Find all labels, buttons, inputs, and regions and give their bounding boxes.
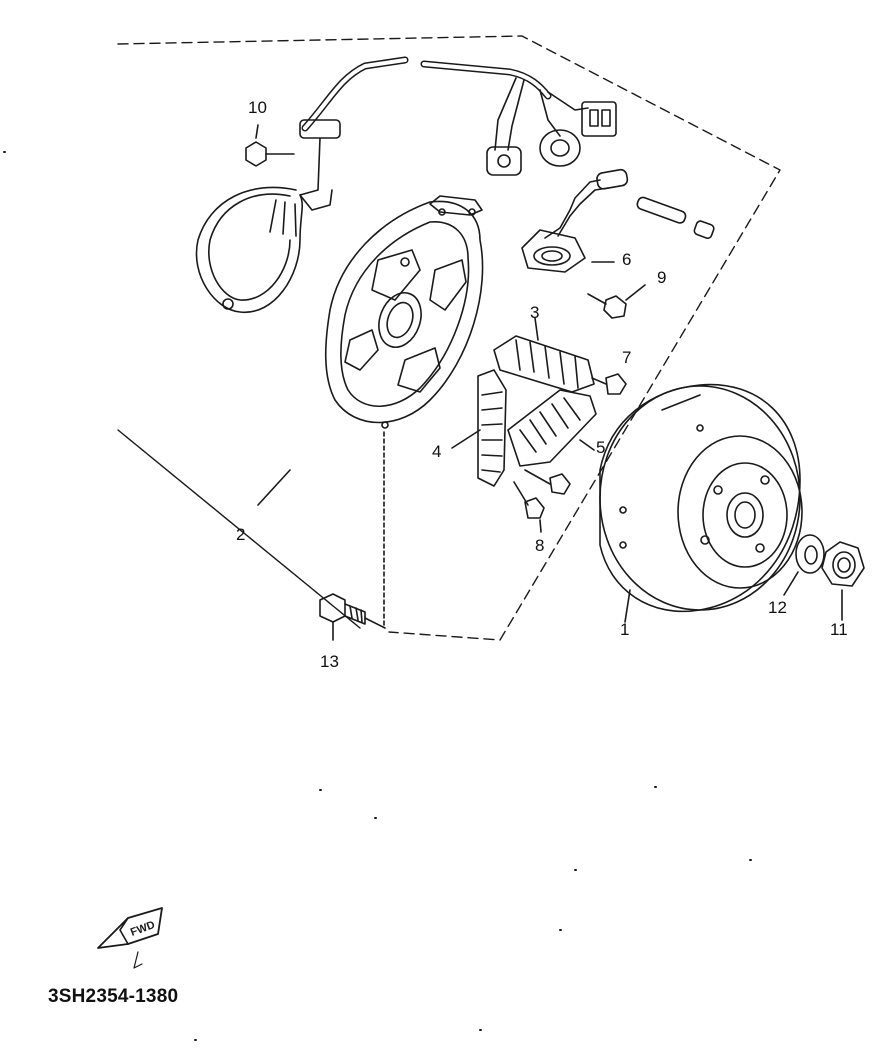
wire-harness xyxy=(299,56,617,211)
callout-13: 13 xyxy=(320,652,339,671)
cable-loop xyxy=(195,186,303,313)
assembly-boundary xyxy=(117,35,781,641)
callout-9: 9 xyxy=(657,268,667,287)
callout-7: 7 xyxy=(622,348,632,367)
callout-11: 11 xyxy=(830,620,848,639)
screw-8a xyxy=(524,469,571,495)
screw-7 xyxy=(591,373,627,395)
callout-2: 2 xyxy=(236,525,246,544)
scan-specks xyxy=(3,151,752,1041)
callout-6: 6 xyxy=(622,250,632,269)
screw-10 xyxy=(245,124,295,167)
screw-13 xyxy=(319,593,386,641)
callout-4: 4 xyxy=(432,442,442,461)
callout-8: 8 xyxy=(535,536,545,555)
coil-5 xyxy=(507,389,597,467)
nut-11 xyxy=(821,541,865,621)
pulser-coil xyxy=(521,168,715,273)
coil-3 xyxy=(493,317,595,393)
callout-3: 3 xyxy=(530,303,540,322)
callout-5: 5 xyxy=(596,438,606,457)
diagram-code: 3SH2354-1380 xyxy=(48,986,179,1007)
screw-9 xyxy=(587,284,646,319)
callout-10: 10 xyxy=(248,98,267,117)
leader-2 xyxy=(257,469,291,506)
coil-4 xyxy=(451,369,507,487)
callout-1: 1 xyxy=(620,620,630,639)
callout-12: 12 xyxy=(768,598,787,617)
washer-12 xyxy=(783,534,825,596)
screw-8b xyxy=(513,481,545,533)
flywheel-rotor xyxy=(599,383,803,623)
stator-plate xyxy=(324,195,484,429)
fwd-arrow-icon: FWD xyxy=(97,907,163,969)
